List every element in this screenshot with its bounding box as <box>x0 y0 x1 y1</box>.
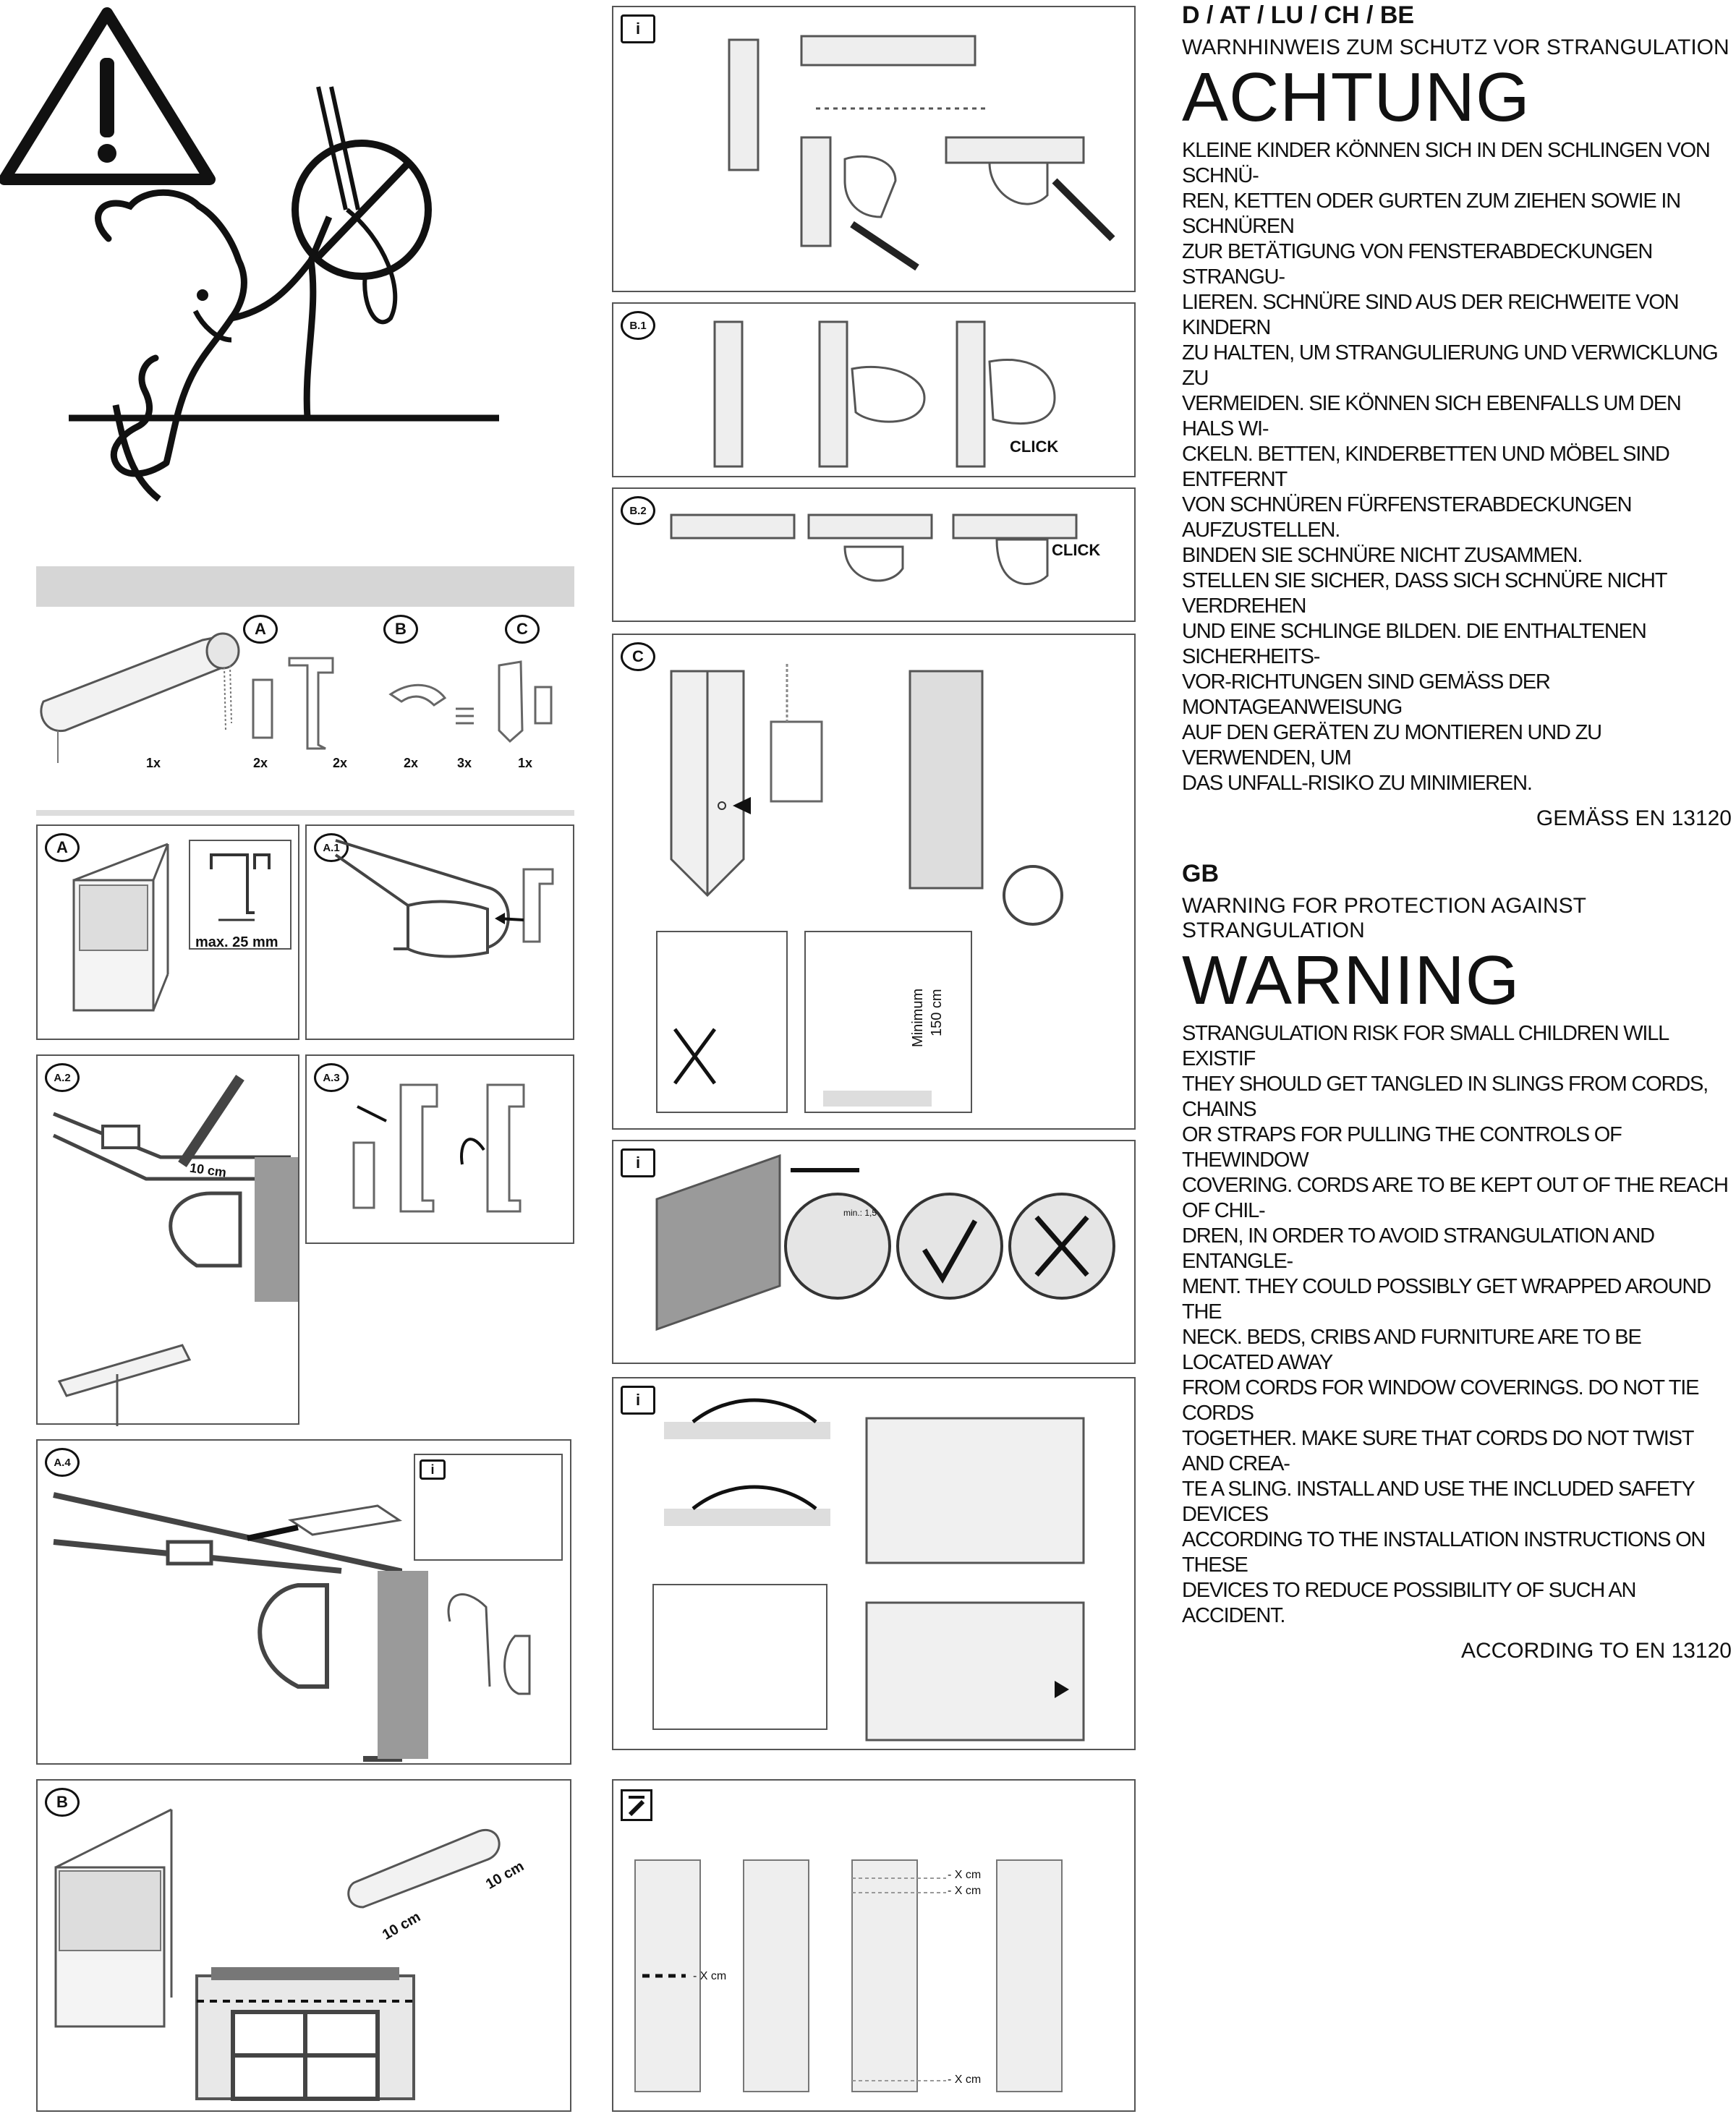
a4-info-box: i <box>414 1454 563 1561</box>
panel-a2: A.2 10 cm <box>36 1054 299 1426</box>
warning-triangle-icon <box>0 7 216 185</box>
part-tag-a: A <box>243 615 278 644</box>
panel-info-mount: i <box>612 6 1136 292</box>
gb-standard: ACCORDING TO EN 13120 <box>1460 1639 1732 1663</box>
warning-pictogram <box>0 0 521 521</box>
panel-info-adjust: i <box>612 1377 1136 1750</box>
panel-tag: A.2 <box>45 1063 80 1092</box>
warning-text-column: D / AT / LU / CH / BE WARNHINWEIS ZUM SC… <box>1182 0 1732 1663</box>
click-label: CLICK <box>1010 438 1059 456</box>
min-dist-label: min.: 1,5 <box>843 1208 877 1218</box>
panel-tag: C <box>621 642 655 671</box>
panel-a3: A.3 <box>305 1054 574 1244</box>
parts-overview: A B C 1x 2x 2x 2x 3x 1x <box>29 615 579 788</box>
qty-b2: 3x <box>457 756 472 770</box>
section-divider-line <box>36 810 574 816</box>
minimum-label: Minimum <box>910 988 926 1047</box>
de-body: KLEINE KINDER KÖNNEN SICH IN DEN SCHLING… <box>1182 139 1719 795</box>
info-icon: i <box>621 14 655 43</box>
panel-a1: A.1 <box>305 824 574 1040</box>
gb-body: STRANGULATION RISK FOR SMALL CHILDREN WI… <box>1182 1022 1729 1627</box>
part-tag-c: C <box>505 615 540 644</box>
scissors-icon <box>621 1789 652 1821</box>
panel-tag: A.1 <box>314 833 349 862</box>
qty-b1: 2x <box>404 756 419 770</box>
panel-tag: B <box>45 1788 80 1817</box>
de-section: D / AT / LU / CH / BE WARNHINWEIS ZUM SC… <box>1182 0 1732 831</box>
gb-region: GB <box>1182 860 1219 887</box>
qty-tube: 1x <box>146 756 161 770</box>
panel-c: C Minimum 150 cm <box>612 634 1136 1130</box>
panel-tag: A <box>45 833 80 862</box>
panel-a4: A.4 i <box>36 1439 571 1765</box>
gb-heading: WARNING <box>1182 942 1520 1019</box>
de-subtitle: WARNHINWEIS ZUM SCHUTZ VOR STRANGULATION <box>1182 35 1729 59</box>
min-height-label: 150 cm <box>929 989 945 1036</box>
panel-tag: A.3 <box>314 1063 349 1092</box>
de-region: D / AT / LU / CH / BE <box>1182 1 1415 29</box>
info-icon: i <box>621 1386 655 1415</box>
gb-subtitle: WARNING FOR PROTECTION AGAINST STRANGULA… <box>1182 894 1586 942</box>
panel-shorten: - X cm - X cm - X cm - X cm <box>612 1779 1136 2112</box>
panel-tag: A.4 <box>45 1448 80 1477</box>
x-cm-4: - X cm <box>948 2073 982 2086</box>
panel-b2: B.2 CLICK <box>612 487 1136 622</box>
qty-a2: 2x <box>333 756 348 770</box>
max-label: max. 25 mm <box>195 934 278 950</box>
panel-b: B 10 cm 10 cm <box>36 1779 571 2112</box>
x-cm-3: - X cm <box>693 1970 727 1982</box>
x-cm-1: - X cm <box>948 1869 982 1881</box>
panel-info-roll: i min.: 1,5 <box>612 1140 1136 1364</box>
qty-a1: 2x <box>253 756 268 770</box>
panel-a: A max. 25 mm <box>36 824 299 1040</box>
x-cm-2: - X cm <box>948 1885 982 1897</box>
gb-section: GB WARNING FOR PROTECTION AGAINST STRANG… <box>1182 860 1732 1663</box>
panel-b1: B.1 CLICK <box>612 302 1136 477</box>
info-icon: i <box>420 1459 446 1480</box>
panel-tag: B.1 <box>621 311 655 340</box>
de-standard: GEMÄSS EN 13120 <box>1536 806 1732 830</box>
info-icon: i <box>621 1148 655 1177</box>
section-divider-bar <box>36 566 574 607</box>
qty-c: 1x <box>518 756 533 770</box>
click-label: CLICK <box>1052 541 1101 559</box>
part-tag-b: B <box>383 615 418 644</box>
panel-tag: B.2 <box>621 496 655 525</box>
de-heading: ACHTUNG <box>1182 59 1531 136</box>
